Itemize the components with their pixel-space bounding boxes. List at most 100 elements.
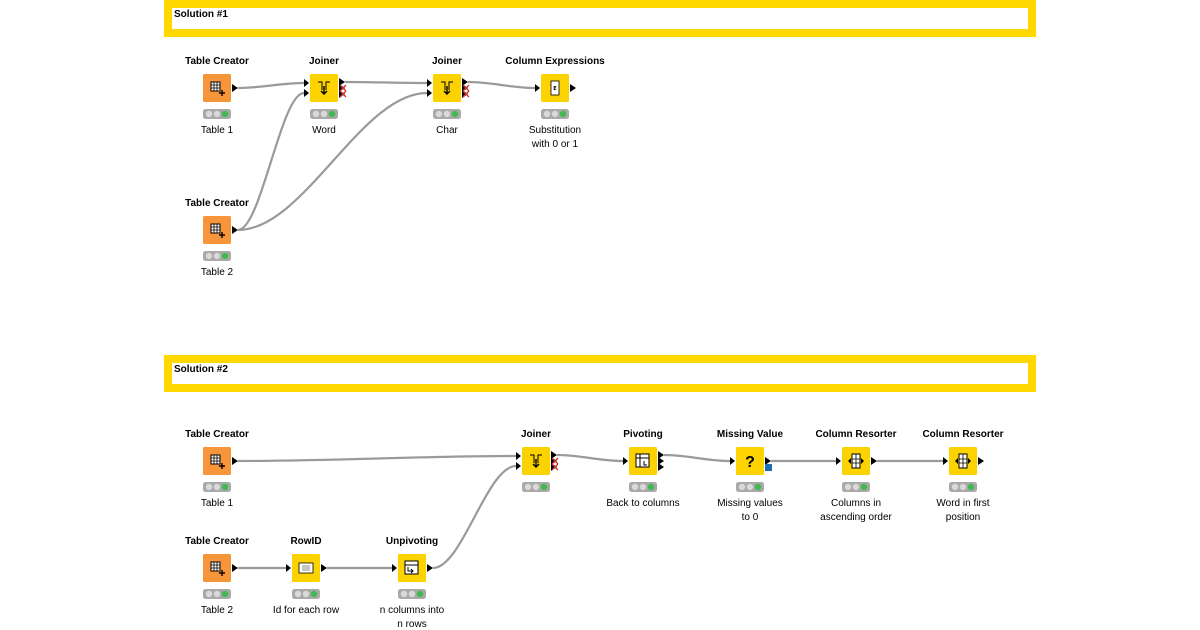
input-port[interactable] [516,452,521,460]
annotation-title: Solution #2 [174,364,228,375]
output-port[interactable] [871,457,877,465]
input-port[interactable] [516,462,521,470]
connection-line[interactable] [237,91,305,232]
connection-line[interactable] [556,453,624,463]
status-light-green [647,483,655,491]
node-body[interactable] [736,447,764,475]
input-port[interactable] [304,89,309,97]
svg-text:?: ? [745,454,755,471]
connection-line[interactable] [237,81,305,90]
output-port[interactable] [232,84,238,92]
output-port[interactable] [658,457,664,465]
input-port[interactable] [427,89,432,97]
status-light-green [221,110,229,118]
node-title: Table Creator [185,56,249,67]
status-light-green [221,483,229,491]
input-port[interactable] [836,457,841,465]
output-port[interactable] [232,564,238,572]
output-port[interactable] [978,457,984,465]
node-title: Unpivoting [386,536,438,547]
node-label: Table 2 [201,605,234,616]
status-light-red [631,483,639,491]
input-port[interactable] [535,84,540,92]
svg-text:E: E [553,86,557,92]
status-light-yellow [213,252,221,260]
output-port[interactable] [765,457,771,465]
output-port[interactable] [232,226,238,234]
output-port[interactable] [462,78,468,86]
node-title: Column Resorter [922,429,1003,440]
annotation-solution-1[interactable]: Solution #1 [164,0,1036,37]
input-port[interactable] [392,564,397,572]
input-port[interactable] [623,457,628,465]
table-creator-icon [210,561,225,576]
status-light-red [543,110,551,118]
input-port[interactable] [427,79,432,87]
node-s2-unp[interactable]: Unpivoting n columns into n rows [380,536,445,630]
output-port[interactable] [658,451,664,459]
output-port[interactable] [321,564,327,572]
column-expressions-icon: E [550,80,560,96]
output-port[interactable] [570,84,576,92]
connection-line[interactable] [237,454,517,463]
input-port[interactable] [286,564,291,572]
status-light-green [754,483,762,491]
status-light-red [205,252,213,260]
output-port[interactable] [339,78,345,86]
node-label: Char [436,125,458,136]
inactive-port-cross-icon [339,84,347,92]
input-port[interactable] [304,79,309,87]
node-label: Id for each row [273,605,340,616]
status-light-yellow [746,483,754,491]
inactive-port-cross-icon [551,463,559,471]
output-port[interactable] [658,463,664,471]
connection-line[interactable] [663,453,731,463]
status-light-red [524,483,532,491]
node-label: n rows [397,619,426,630]
table-creator-icon [210,223,225,238]
connection-line[interactable] [432,464,517,570]
node-label: n columns into [380,605,445,616]
node-label: Table 1 [201,498,234,509]
flow-variable-port[interactable] [765,464,772,471]
input-port[interactable] [943,457,948,465]
output-port[interactable] [551,451,557,459]
node-s2-mv[interactable]: Missing Value? Missing values to 0 [717,429,784,523]
column-resorter-icon [848,453,864,469]
status-light-red [294,590,302,598]
connection-line[interactable] [467,80,536,90]
node-title: Table Creator [185,536,249,547]
node-s2-j[interactable]: Joiner [516,429,559,492]
input-port[interactable] [730,457,735,465]
joiner-icon [318,81,330,95]
rowid-icon [298,562,314,574]
annotation-solution-2[interactable]: Solution #2 [164,355,1036,392]
inactive-port-cross-icon [462,90,470,98]
node-label: Columns in [831,498,881,509]
node-label: to 0 [742,512,759,523]
status-light-green [540,483,548,491]
node-label: Missing values [717,498,783,509]
output-port[interactable] [232,457,238,465]
connection-line[interactable] [237,91,428,232]
status-light-yellow [320,110,328,118]
node-title: Missing Value [717,429,784,440]
status-light-yellow [852,483,860,491]
output-port[interactable] [427,564,433,572]
inactive-port-cross-icon [462,84,470,92]
connection-line[interactable] [344,80,428,85]
node-title: Table Creator [185,429,249,440]
